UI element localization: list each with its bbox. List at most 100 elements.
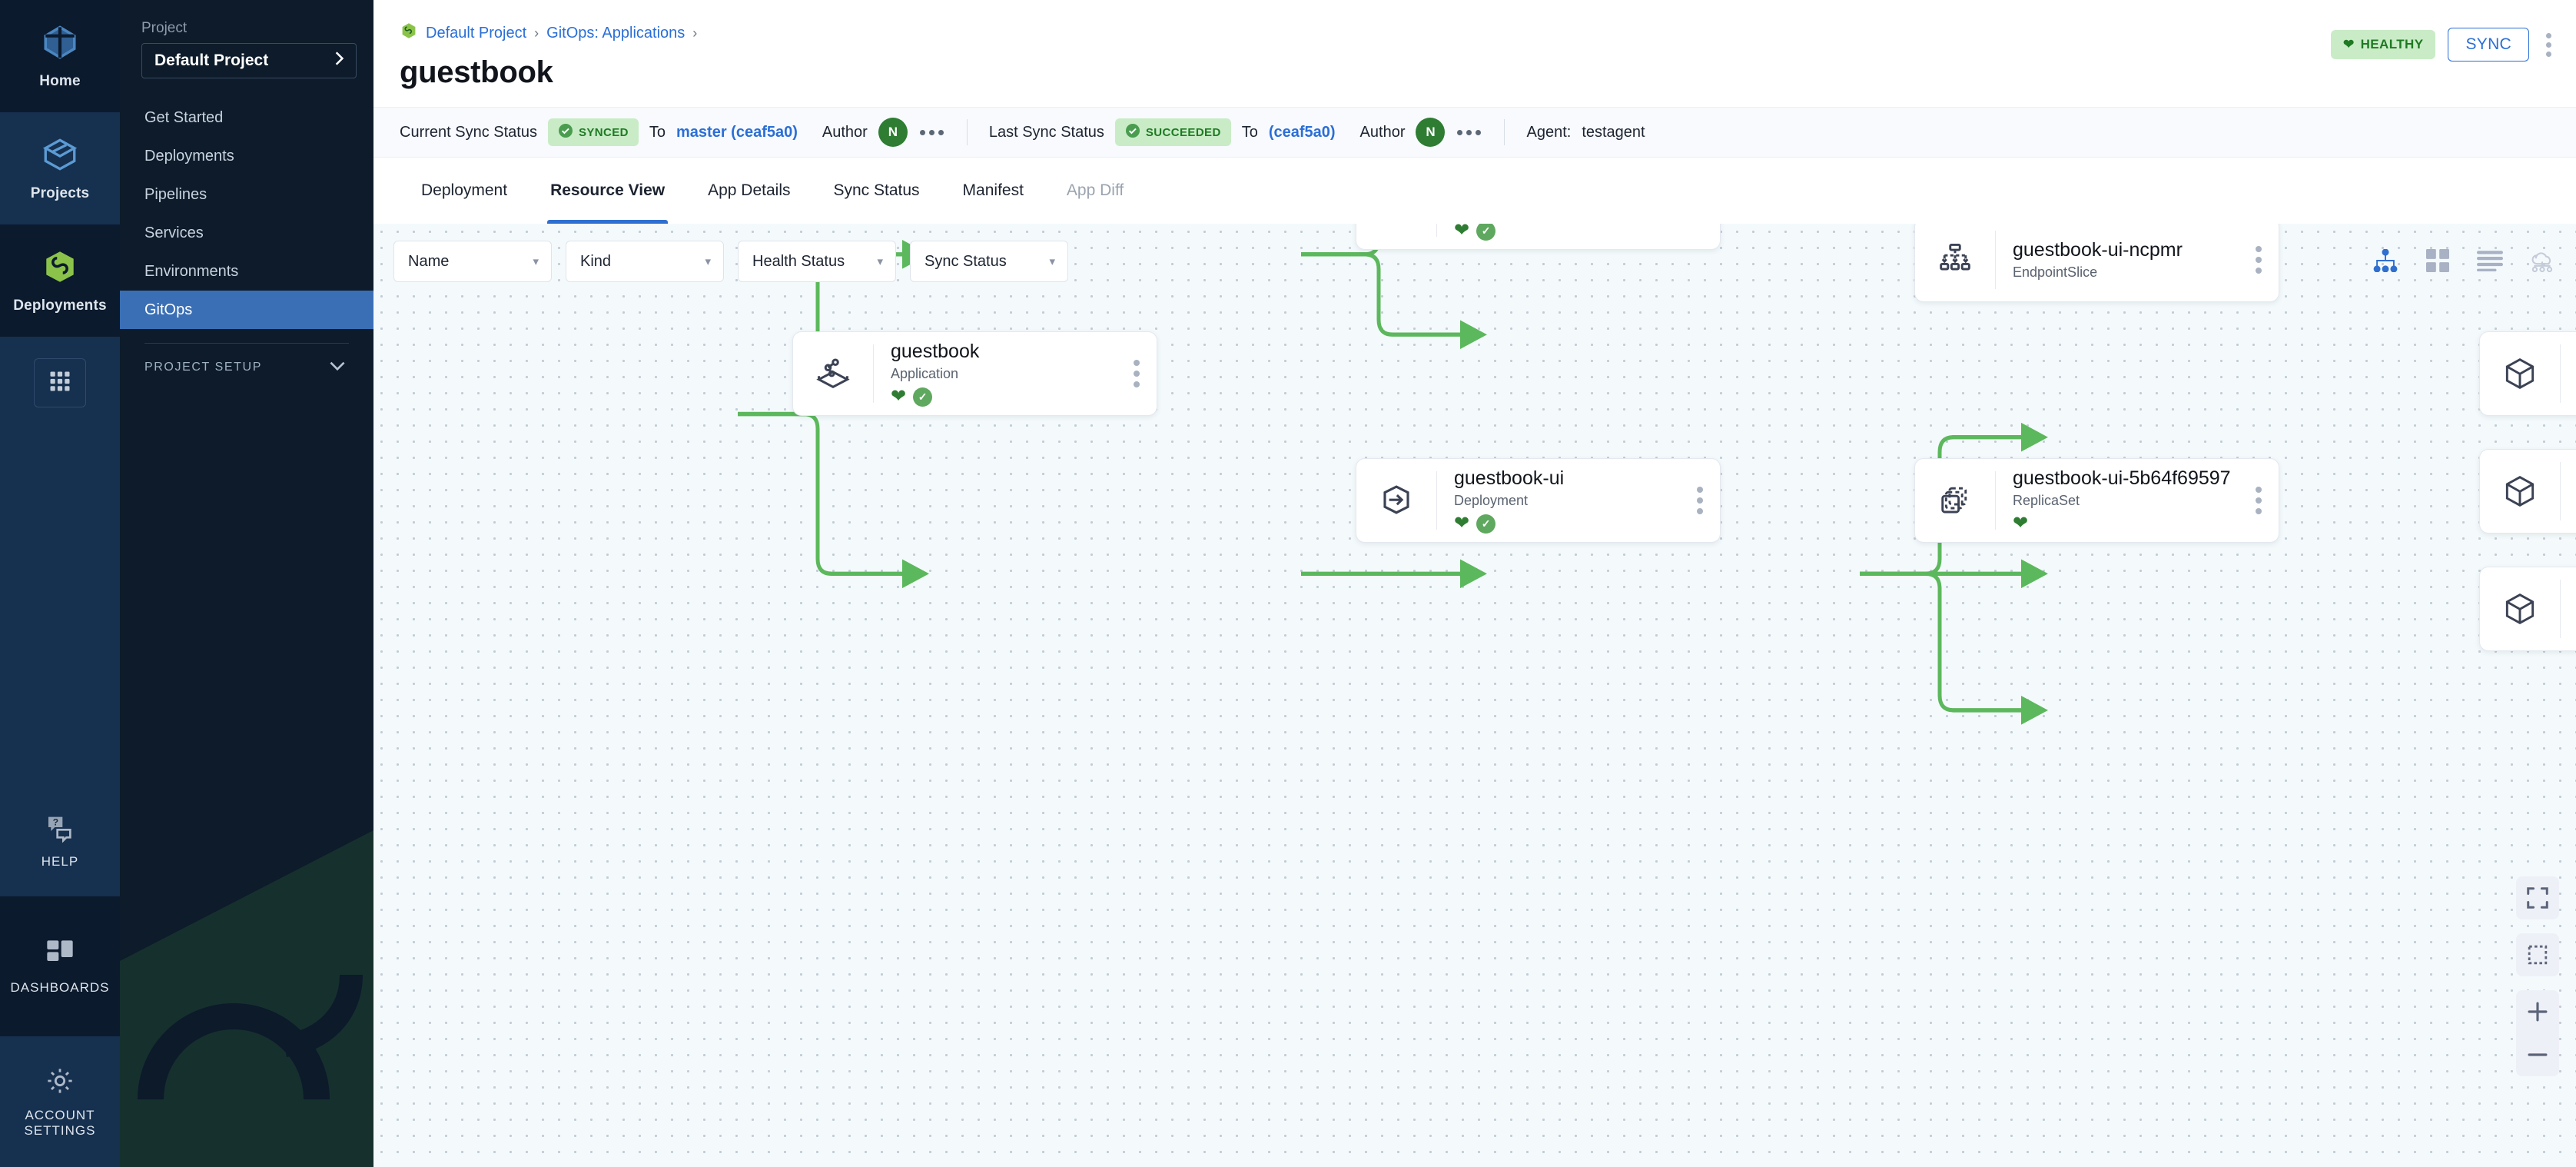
filter-health-status-label: Health Status — [752, 252, 845, 270]
kebab-vertical-icon[interactable] — [2541, 28, 2556, 62]
graph-node-replicaset[interactable]: guestbook-ui-5b64f69597 ReplicaSet ❤ — [1914, 458, 2279, 543]
tab-manifest[interactable]: Manifest — [962, 181, 1024, 199]
last-to-label: To — [1241, 123, 1258, 141]
sidebar-item-get-started[interactable]: Get Started — [120, 98, 373, 137]
apps-grid-icon — [48, 370, 71, 397]
sidebar-item-label: Deployments — [144, 147, 234, 165]
graph-node-deployment[interactable]: guestbook-ui Deployment ❤ ✓ — [1356, 458, 1721, 543]
last-author-label: Author — [1359, 123, 1406, 141]
node-body: guestbook-ui-ncpmr EndpointSlice — [1996, 239, 2256, 281]
filter-kind[interactable]: Kind ▾ — [566, 241, 724, 282]
check-circle-icon: ✓ — [1476, 514, 1496, 534]
sidebar-item-gitops[interactable]: GitOps — [120, 291, 373, 329]
deployments-icon — [40, 248, 80, 290]
last-revision-link[interactable]: (ceaf5a0) — [1268, 123, 1336, 141]
tab-sync-status[interactable]: Sync Status — [833, 181, 920, 199]
graph-toolbar: Name ▾ Kind ▾ Health Status ▾ Sync Statu… — [373, 224, 2576, 294]
breadcrumb-separator: › — [692, 25, 698, 41]
rail-item-label: Projects — [30, 185, 90, 201]
sidebar-item-deployments[interactable]: Deployments — [120, 137, 373, 175]
graph-node-endpointslice[interactable]: guestbook-ui-ncpmr EndpointSlice — [1914, 224, 2279, 302]
rail-item-account-settings[interactable]: ACCOUNT SETTINGS — [0, 1036, 120, 1167]
breadcrumb-item-gitops-applications[interactable]: GitOps: Applications — [546, 24, 685, 42]
last-sync-more-icon[interactable] — [1456, 125, 1482, 140]
fullscreen-icon[interactable] — [2516, 876, 2559, 919]
project-selector[interactable]: Default Project — [141, 43, 357, 78]
resource-graph-canvas[interactable]: Name ▾ Kind ▾ Health Status ▾ Sync Statu… — [373, 224, 2576, 1167]
sidebar-item-label: Services — [144, 224, 204, 241]
project-sidebar: Project Default Project Get Started Depl… — [120, 0, 373, 1167]
main-content: Default Project › GitOps: Applications ›… — [373, 0, 2576, 1167]
sidebar-item-services[interactable]: Services — [120, 214, 373, 252]
check-circle-icon: ✓ — [913, 387, 933, 407]
apps-grid-button[interactable] — [34, 358, 86, 407]
node-body: guestbook-ui Service ❤ ✓ — [1437, 224, 1697, 241]
rail-apps-container — [0, 337, 120, 429]
graph-node-pod[interactable]: guestbook-ui-5b64f6959... Pod ❤ — [2479, 567, 2576, 651]
sidebar-section-project-setup[interactable]: PROJECT SETUP — [120, 347, 373, 388]
pod-icon — [2480, 472, 2560, 510]
node-divider — [2560, 462, 2561, 520]
filter-name[interactable]: Name ▾ — [393, 241, 552, 282]
zoom-out-icon[interactable] — [2516, 1033, 2559, 1076]
rail-item-dashboards[interactable]: DASHBOARDS — [0, 896, 120, 1036]
node-menu-icon[interactable] — [2256, 487, 2279, 514]
node-menu-icon[interactable] — [1134, 360, 1157, 387]
agent-label: Agent: — [1526, 123, 1572, 141]
rail-item-home[interactable]: Home — [0, 0, 120, 112]
succeeded-badge-label: SUCCEEDED — [1145, 125, 1221, 139]
rail-item-label: Deployments — [13, 297, 107, 314]
rail-item-projects[interactable]: Projects — [0, 112, 120, 224]
heart-icon: ❤ — [1454, 224, 1470, 241]
grid-view-icon[interactable] — [2421, 244, 2455, 278]
filter-health-status[interactable]: Health Status ▾ — [738, 241, 896, 282]
rail-item-label: Home — [39, 72, 81, 89]
zoom-in-icon[interactable] — [2516, 990, 2559, 1033]
network-view-icon[interactable] — [2525, 244, 2559, 278]
graph-node-pod[interactable]: guestbook-ui-5b64f6959... Pod ❤ — [2479, 331, 2576, 416]
avatar[interactable]: N — [878, 118, 908, 147]
dashboards-icon — [44, 938, 76, 972]
strip-divider — [966, 119, 968, 145]
tab-resource-view[interactable]: Resource View — [529, 158, 686, 224]
avatar[interactable]: N — [1416, 118, 1446, 147]
list-view-icon[interactable] — [2473, 244, 2507, 278]
sidebar-section-label: PROJECT SETUP — [144, 361, 262, 374]
sidebar-item-environments[interactable]: Environments — [120, 252, 373, 291]
filter-name-label: Name — [408, 252, 450, 270]
current-revision-link[interactable]: master (ceaf5a0) — [676, 123, 798, 141]
tab-app-details[interactable]: App Details — [708, 181, 791, 199]
graph-node-application[interactable]: guestbook Application ❤ ✓ — [792, 331, 1157, 416]
filter-sync-status[interactable]: Sync Status ▾ — [910, 241, 1068, 282]
page-title: guestbook — [400, 55, 553, 89]
heart-icon: ❤ — [2013, 513, 2029, 534]
chevron-down-icon: ▾ — [1049, 255, 1055, 268]
project-selector-label: Default Project — [154, 52, 269, 69]
tree-view-icon[interactable] — [2369, 244, 2402, 278]
current-sync-more-icon[interactable] — [918, 125, 945, 140]
tab-deployment[interactable]: Deployment — [421, 181, 508, 199]
filter-group: Name ▾ Kind ▾ Health Status ▾ Sync Statu… — [393, 241, 1068, 282]
check-circle-icon: ✓ — [1476, 224, 1496, 241]
rail-item-help[interactable]: ? HELP — [0, 784, 120, 896]
check-circle-icon — [1125, 123, 1140, 141]
help-icon: ? — [44, 812, 76, 846]
filter-kind-label: Kind — [580, 252, 612, 270]
graph-node-service[interactable]: guestbook-ui Service ❤ ✓ — [1356, 224, 1721, 250]
node-divider — [1995, 231, 1996, 289]
sidebar-item-pipelines[interactable]: Pipelines — [120, 175, 373, 214]
node-kind: Deployment — [1454, 493, 1529, 509]
rail-item-deployments[interactable]: Deployments — [0, 224, 120, 337]
node-body: guestbook-ui-5b64f6959... Pod ❤ — [2561, 458, 2576, 525]
node-name: guestbook-ui — [1454, 467, 1565, 489]
breadcrumb-item-default-project[interactable]: Default Project — [426, 24, 527, 42]
header-actions: ❤ HEALTHY SYNC — [2330, 28, 2556, 62]
primary-nav-rail: Home Projects Deployments — [0, 0, 120, 1167]
node-menu-icon[interactable] — [2256, 246, 2279, 274]
sync-button[interactable]: SYNC — [2448, 28, 2529, 62]
application-icon — [793, 354, 873, 394]
select-box-icon[interactable] — [2516, 933, 2559, 976]
graph-node-pod[interactable]: guestbook-ui-5b64f6959... Pod ❤ — [2479, 449, 2576, 534]
node-divider — [1436, 471, 1437, 530]
node-menu-icon[interactable] — [1697, 487, 1720, 514]
